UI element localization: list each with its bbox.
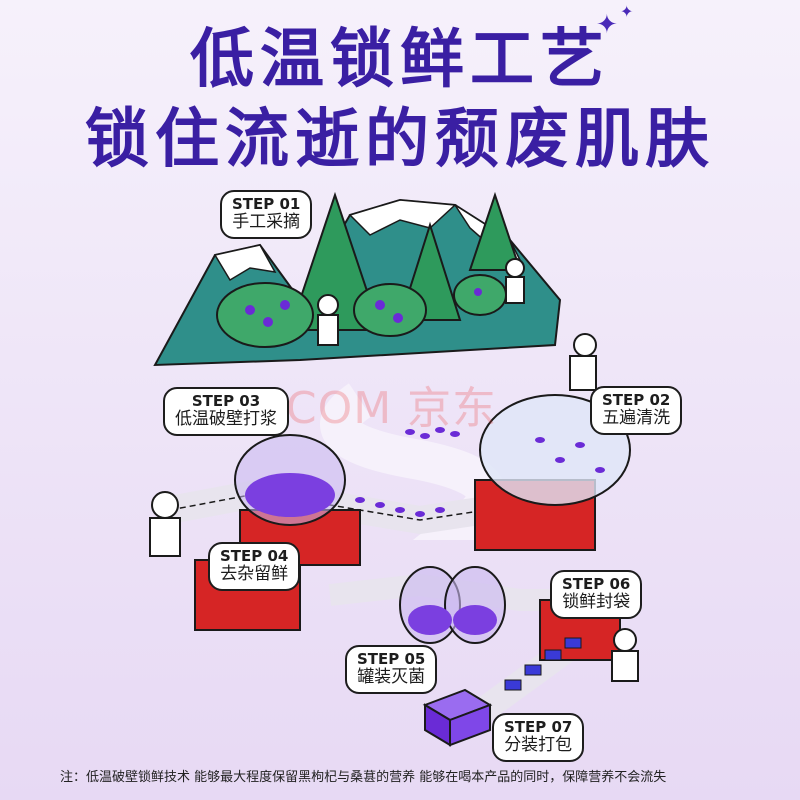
workers [149, 258, 639, 682]
step-number: STEP 06 [562, 575, 631, 593]
package-box [422, 688, 493, 747]
step-04-label: STEP 04 去杂留鲜 [208, 542, 301, 591]
step-name: 低温破壁打浆 [175, 409, 277, 430]
footnote: 注：低温破壁锁鲜技术 能够最大程度保留黑枸杞与桑葚的营养 能够在喝本产品的同时，… [60, 770, 667, 785]
step-number: STEP 05 [357, 650, 426, 668]
step-number: STEP 02 [602, 391, 671, 409]
step-02-label: STEP 02 五遍清洗 [590, 386, 683, 435]
step-number: STEP 03 [191, 392, 261, 410]
step-name: 锁鲜封袋 [562, 592, 631, 613]
step-name: 五遍清洗 [602, 408, 671, 429]
sealed-bags [504, 637, 582, 691]
step-name: 罐装灭菌 [357, 667, 426, 688]
step-05-label: STEP 05 罐装灭菌 [345, 645, 438, 694]
berry-bushes [216, 274, 507, 348]
sparkle-icon: ✦ [620, 2, 634, 21]
headline-line2: 锁住流逝的颓废肌肤 [85, 103, 715, 177]
step-number: STEP 07 [504, 718, 573, 736]
berries-on-belt [355, 427, 605, 517]
step-06-label: STEP 06 锁鲜封袋 [550, 570, 643, 619]
step-number: STEP 01 [232, 195, 301, 213]
step-07-label: STEP 07 分装打包 [492, 713, 585, 762]
step-01-label: STEP 01 手工采摘 [220, 190, 313, 239]
sparkle-icon: ✦ [596, 10, 618, 40]
step-number: STEP 04 [220, 547, 289, 565]
step-03-label: STEP 03 低温破壁打浆 [163, 387, 289, 436]
step-name: 去杂留鲜 [220, 564, 289, 585]
step-name: 手工采摘 [232, 212, 301, 233]
step-name: 分装打包 [504, 735, 573, 756]
headline-line1: 低温锁鲜工艺 [190, 23, 610, 97]
